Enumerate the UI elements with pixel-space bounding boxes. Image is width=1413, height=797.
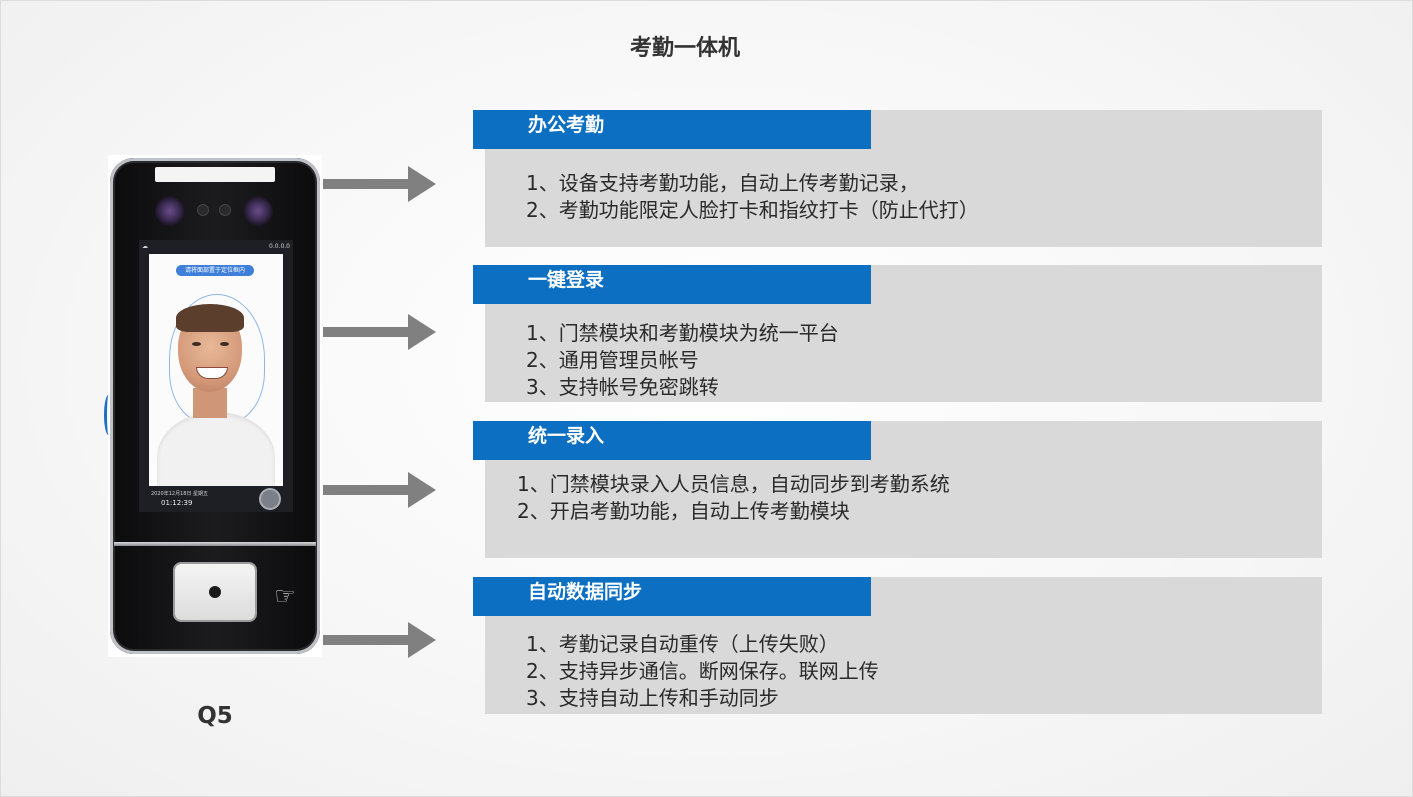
arrow-right-icon	[323, 166, 436, 202]
device-model-label: Q5	[197, 703, 233, 729]
arrow-right-icon	[323, 472, 436, 508]
person-eye-left	[192, 342, 201, 346]
list-item: 2、开启考勤功能，自动上传考勤模块	[517, 499, 850, 523]
page-title: 考勤一体机	[629, 36, 740, 61]
list-item: 1、门禁模块和考勤模块为统一平台	[526, 321, 839, 345]
section-title: 办公考勤	[473, 110, 871, 149]
person-shirt	[157, 412, 275, 486]
list-item: 1、考勤记录自动重传（上传失败）	[526, 632, 839, 656]
screen-status-bar: ☁ 0.0.0.0	[142, 242, 290, 252]
attendance-terminal-device: ☁ 0.0.0.0 请将面部置于定位框内 2020年12月18日 星期五 01:…	[110, 158, 320, 654]
face-capture-area: 请将面部置于定位框内	[149, 254, 283, 486]
list-item: 1、设备支持考勤功能，自动上传考勤记录，	[526, 171, 919, 195]
ir-camera-left-icon	[155, 196, 185, 226]
device-screen: ☁ 0.0.0.0 请将面部置于定位框内 2020年12月18日 星期五 01:…	[139, 240, 293, 512]
arrow-right-icon	[323, 622, 436, 658]
section-title: 自动数据同步	[473, 577, 871, 616]
person-hair	[176, 304, 244, 332]
fingerprint-sensor	[175, 564, 255, 620]
section-list: 1、设备支持考勤功能，自动上传考勤记录， 2、考勤功能限定人脸打卡和指纹打卡（防…	[526, 170, 979, 224]
section-list: 1、考勤记录自动重传（上传失败） 2、支持异步通信。断网保存。联网上传 3、支持…	[526, 631, 879, 712]
list-item: 3、支持帐号免密跳转	[526, 375, 719, 399]
feature-section-office-attendance: 办公考勤 1、设备支持考勤功能，自动上传考勤记录， 2、考勤功能限定人脸打卡和指…	[473, 110, 1323, 248]
screen-time: 01:12:39	[161, 499, 193, 507]
screen-home-button	[261, 490, 279, 508]
device-accent-light	[104, 395, 113, 435]
section-title: 统一录入	[473, 421, 871, 460]
screen-date: 2020年12月18日 星期五	[151, 491, 209, 497]
feature-section-unified-enrollment: 统一录入 1、门禁模块录入人员信息，自动同步到考勤系统 2、开启考勤功能，自动上…	[473, 421, 1323, 559]
person-neck	[193, 388, 227, 418]
list-item: 1、门禁模块录入人员信息，自动同步到考勤系统	[517, 472, 950, 496]
list-item: 2、通用管理员帐号	[526, 348, 699, 372]
list-item: 3、支持自动上传和手动同步	[526, 686, 779, 710]
ir-camera-right-icon	[243, 196, 273, 226]
list-item: 2、支持异步通信。断网保存。联网上传	[526, 659, 879, 683]
screen-ip: 0.0.0.0	[269, 243, 290, 250]
section-list: 1、门禁模块录入人员信息，自动同步到考勤系统 2、开启考勤功能，自动上传考勤模块	[517, 471, 950, 525]
feature-section-one-click-login: 一键登录 1、门禁模块和考勤模块为统一平台 2、通用管理员帐号 3、支持帐号免密…	[473, 265, 1323, 403]
camera-sensor-icon	[198, 205, 208, 215]
device-top-light-bar	[155, 167, 275, 182]
device-divider-strip	[114, 542, 316, 546]
card-reader-icon: ☞	[274, 582, 296, 610]
cloud-icon: ☁	[142, 243, 148, 250]
list-item: 2、考勤功能限定人脸打卡和指纹打卡（防止代打）	[526, 198, 979, 222]
light-sensor-icon	[220, 205, 230, 215]
feature-section-auto-data-sync: 自动数据同步 1、考勤记录自动重传（上传失败） 2、支持异步通信。断网保存。联网…	[473, 577, 1323, 715]
section-list: 1、门禁模块和考勤模块为统一平台 2、通用管理员帐号 3、支持帐号免密跳转	[526, 320, 839, 401]
arrow-right-icon	[323, 314, 436, 350]
person-eye-right	[220, 342, 229, 346]
fingerprint-icon	[209, 586, 221, 598]
section-title: 一键登录	[473, 265, 871, 304]
screen-hint-badge: 请将面部置于定位框内	[176, 265, 254, 276]
